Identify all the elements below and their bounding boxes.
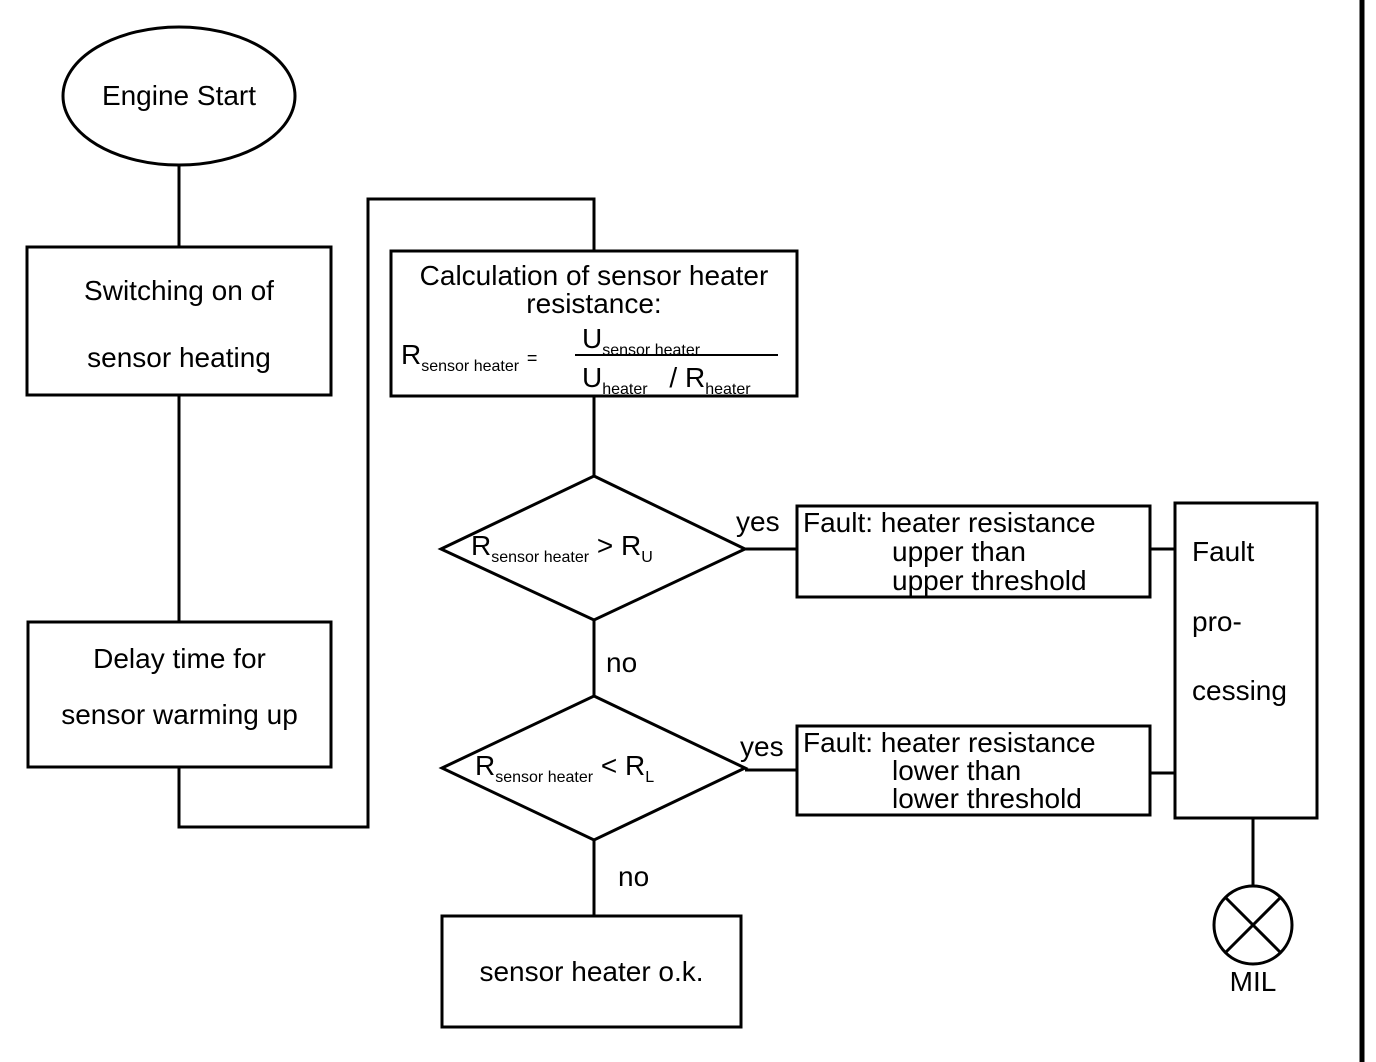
check-upper-diamond [437,474,749,622]
check-lower-subscript: sensor heater [495,769,594,786]
check-lower-threshold-subscript: L [645,769,655,786]
calc-den-separator: / [669,362,678,393]
fault-processing-line1: Fault [1192,536,1255,567]
calc-den1-subscript: heater [602,381,648,398]
calc-equals: = [526,348,538,368]
calc-num-subscript: sensor heater [602,342,701,359]
mil-lamp-icon [1212,884,1294,966]
fault-processing-line3: cessing [1192,675,1287,706]
fault-upper-line2: upper than [892,536,1026,567]
heating-box [25,245,333,397]
fault-upper-box [795,504,1152,599]
heating-label-line1: Switching on of [84,275,274,306]
check-lower-symbol: R [475,750,496,781]
ok-box [440,914,743,1029]
heating-label-line2: sensor heating [87,342,271,373]
calc-den2-symbol: R [684,362,706,393]
calc-label-line2: resistance: [526,288,662,319]
edge-label-yes-upper: yes [736,506,780,537]
fault-processing-box [1173,501,1319,820]
calc-formula-lhs: Rsensor heater = [401,339,538,375]
calc-box [389,249,799,398]
edge-label-no-upper: no [606,647,638,678]
edge-label-no-lower: no [618,861,650,892]
fault-lower-box [795,724,1152,817]
fault-upper-line1: Fault: heater resistance [803,507,1096,538]
calc-den1-symbol: U [582,362,603,393]
fault-processing-line2: pro- [1192,606,1242,637]
fault-lower-line3: lower threshold [892,783,1082,814]
fault-upper-line3: upper threshold [892,565,1087,596]
calc-lhs-subscript: sensor heater [421,358,520,375]
start-label: Engine Start [101,80,257,111]
calc-num-symbol: U [582,323,603,354]
edge-label-yes-lower: yes [740,731,784,762]
check-upper-threshold-subscript: U [641,549,653,566]
delay-label-line1: Delay time for [93,643,266,674]
delay-box [26,620,333,769]
check-lower-operator: < R [600,750,646,781]
fault-lower-line1: Fault: heater resistance [803,727,1096,758]
mil-label: MIL [1229,966,1277,997]
check-upper-label: Rsensor heater > RU [471,530,653,566]
check-lower-diamond [438,694,749,842]
fault-lower-line2: lower than [892,755,1022,786]
delay-label-line2: sensor warming up [61,699,298,730]
calc-label-line1: Calculation of sensor heater [419,260,769,291]
check-upper-subscript: sensor heater [491,549,590,566]
edge-delay-to-calc [177,197,596,829]
calc-den2-subscript: heater [705,381,751,398]
check-lower-label: Rsensor heater < RL [475,750,654,786]
calc-lhs-symbol: R [401,339,422,370]
start-terminal [61,25,297,167]
check-upper-operator: > R [596,530,642,561]
calc-formula-denominator: Uheater / Rheater [582,362,751,398]
check-upper-symbol: R [471,530,492,561]
calc-formula-numerator: Usensor heater [582,323,700,359]
ok-label: sensor heater o.k. [479,956,704,987]
